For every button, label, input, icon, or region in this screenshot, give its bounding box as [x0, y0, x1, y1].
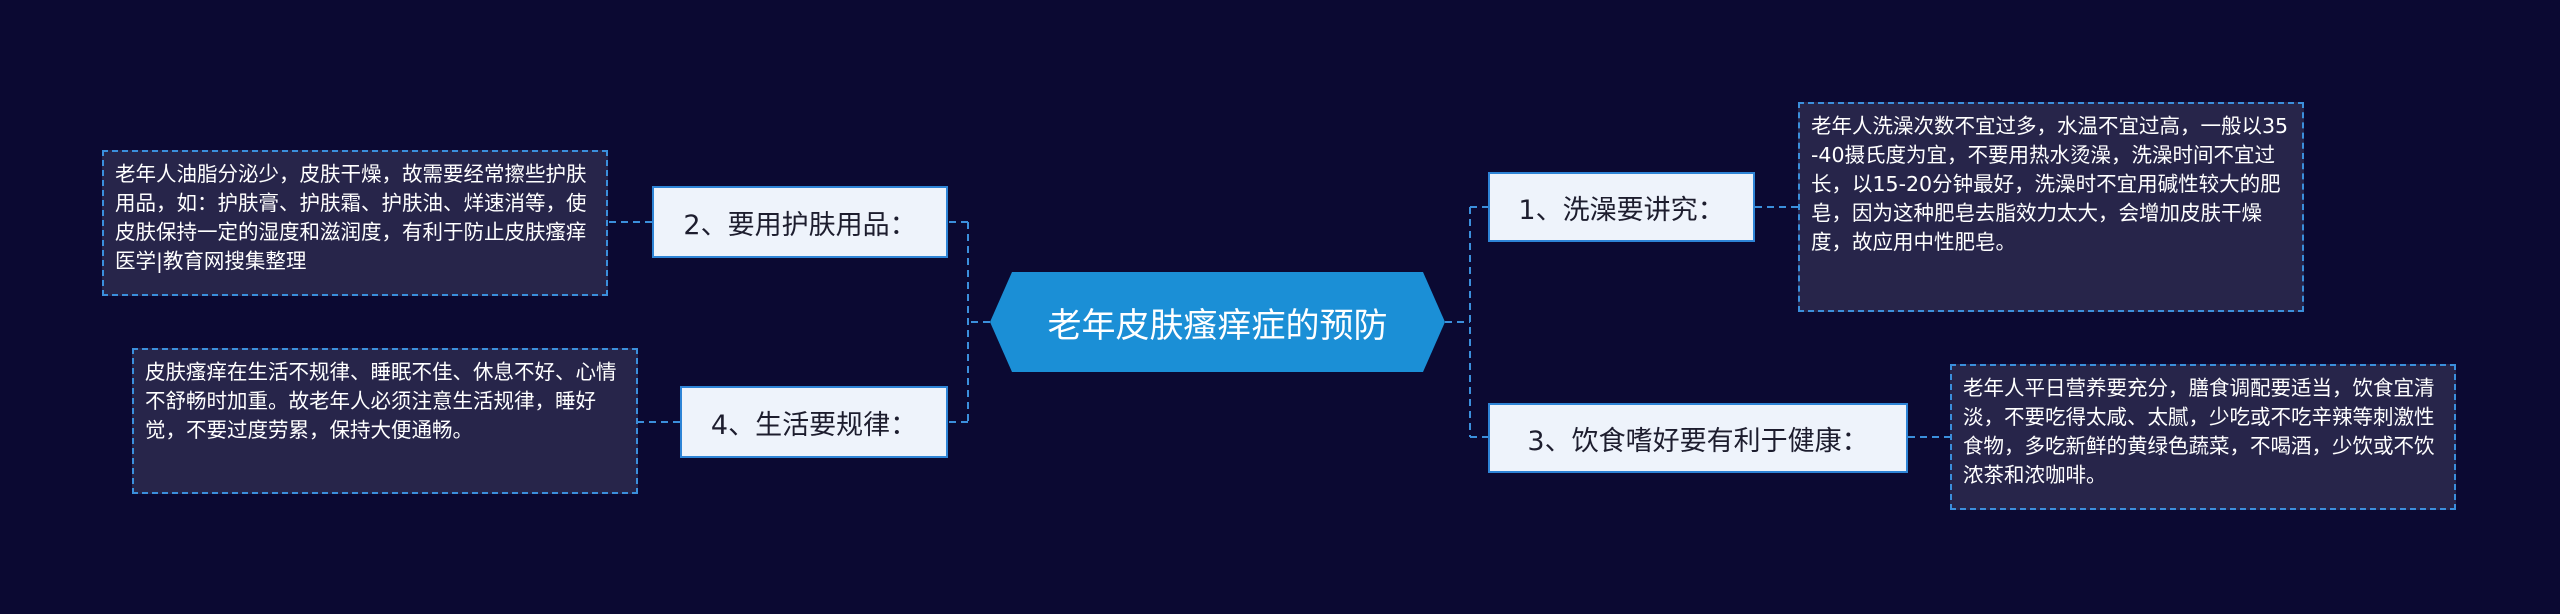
central-topic[interactable]: 老年皮肤瘙痒症的预防 — [990, 272, 1445, 372]
branch-1-label: 1、洗澡要讲究： — [1518, 194, 1725, 226]
branch-2-detail-text: 老年人油脂分泌少，皮肤干燥，故需要经常擦些护肤用品，如：护肤膏、护肤霜、护肤油、… — [115, 162, 587, 273]
branch-4-label: 4、生活要规律： — [710, 409, 918, 441]
branch-3-node[interactable]: 3、饮食嗜好要有利于健康： — [1488, 403, 1908, 473]
branch-4-detail-text: 皮肤瘙痒在生活不规律、睡眠不佳、休息不好、心情不舒畅时加重。故老年人必须注意生活… — [145, 360, 617, 442]
branch-2-label: 2、要用护肤用品： — [683, 209, 917, 241]
branch-1-detail-text: 老年人洗澡次数不宜过多，水温不宜过高，一般以35-40摄氏度为宜，不要用热水烫澡… — [1811, 114, 2289, 254]
branch-3-label: 3、饮食嗜好要有利于健康： — [1527, 425, 1869, 457]
branch-2-detail[interactable]: 老年人油脂分泌少，皮肤干燥，故需要经常擦些护肤用品，如：护肤膏、护肤霜、护肤油、… — [102, 150, 608, 296]
branch-1-node[interactable]: 1、洗澡要讲究： — [1488, 172, 1755, 242]
branch-1-detail[interactable]: 老年人洗澡次数不宜过多，水温不宜过高，一般以35-40摄氏度为宜，不要用热水烫澡… — [1798, 102, 2304, 312]
central-topic-label: 老年皮肤瘙痒症的预防 — [1047, 305, 1388, 346]
branch-3-detail[interactable]: 老年人平日营养要充分，膳食调配要适当，饮食宜清淡，不要吃得太咸、太腻，少吃或不吃… — [1950, 364, 2456, 510]
branch-4-detail[interactable]: 皮肤瘙痒在生活不规律、睡眠不佳、休息不好、心情不舒畅时加重。故老年人必须注意生活… — [132, 348, 638, 494]
branch-2-node[interactable]: 2、要用护肤用品： — [652, 186, 948, 258]
branch-4-node[interactable]: 4、生活要规律： — [680, 386, 948, 458]
branch-3-detail-text: 老年人平日营养要充分，膳食调配要适当，饮食宜清淡，不要吃得太咸、太腻，少吃或不吃… — [1963, 376, 2435, 487]
